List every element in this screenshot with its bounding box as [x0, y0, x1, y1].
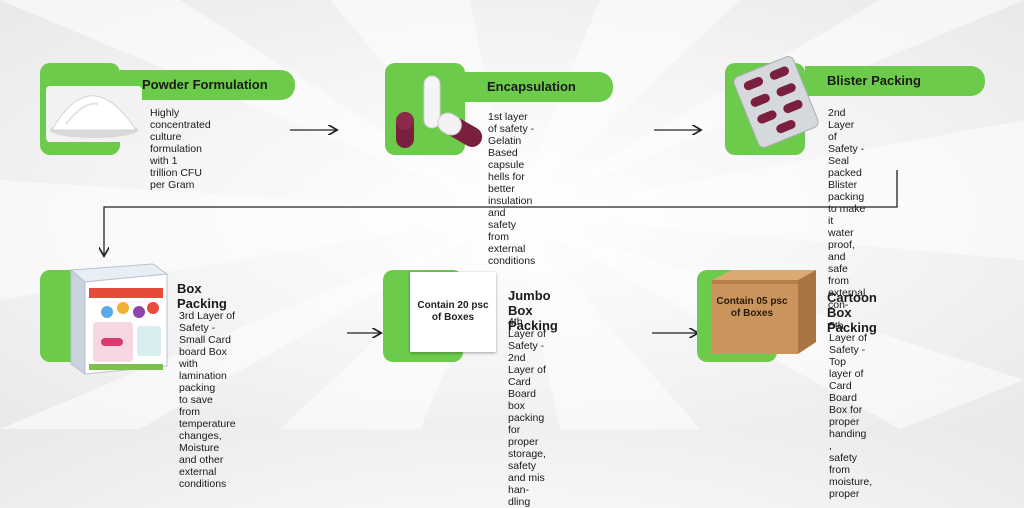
step-title: Jumbo Box Packing — [508, 288, 558, 333]
blister-pack-image — [733, 56, 819, 148]
capsules-image — [396, 75, 483, 148]
step-title: Blister Packing — [805, 66, 985, 96]
box-label-line: of Boxes — [730, 308, 774, 319]
step-title: Cartoon Box Packing — [827, 290, 877, 335]
box-label-line: of Boxes — [431, 312, 475, 323]
box-label: Contain 05 psc of Boxes — [712, 296, 792, 320]
cardboard-box-image — [712, 270, 816, 354]
box-label-line: Contain 20 psc — [417, 300, 489, 311]
powder-pile-image — [46, 86, 142, 142]
box-label-line: Contain 05 psc — [716, 296, 788, 307]
step-title: Encapsulation — [465, 72, 613, 102]
product-box-image — [69, 263, 169, 375]
step-title: Box Packing — [177, 281, 227, 311]
step-title: Powder Formulation — [120, 70, 295, 100]
